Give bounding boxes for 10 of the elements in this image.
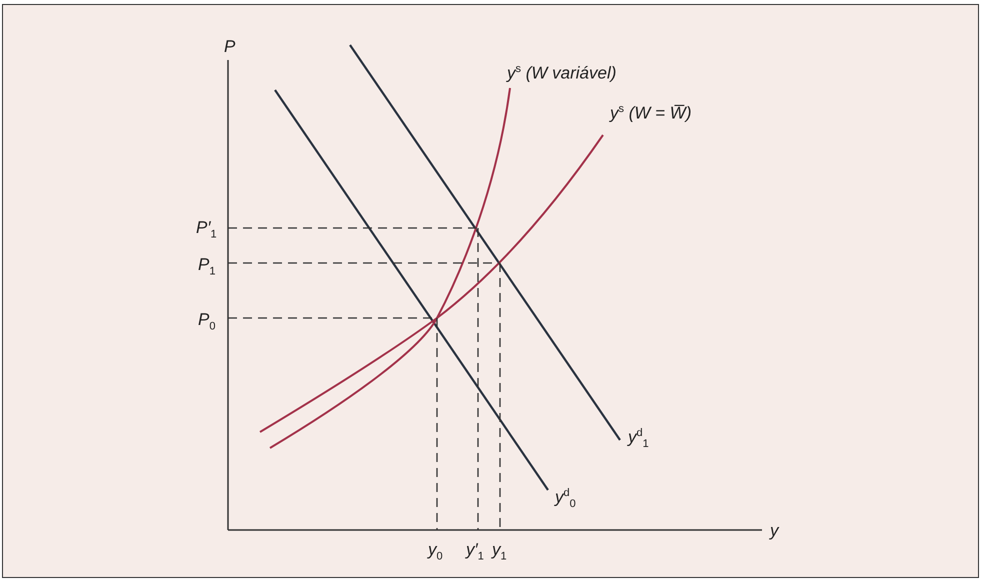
axis-label: P	[224, 38, 236, 55]
curve-label: y$^{s}$ (W = W̅)	[610, 104, 692, 122]
axis-label: y	[770, 522, 778, 539]
axis-value-label: y$_{0}$	[428, 541, 443, 562]
axis-value-label: P$_{1}$	[198, 256, 216, 278]
axis-value-label: P′$_{1}$	[196, 219, 217, 240]
axis-value-label: P$_{0}$	[198, 311, 216, 332]
curve-label: y$^{s}$ (W variável)	[507, 64, 616, 82]
axis-value-label: y′$_{1}$	[466, 541, 484, 562]
axis-value-label: y$_{1}$	[492, 541, 507, 562]
